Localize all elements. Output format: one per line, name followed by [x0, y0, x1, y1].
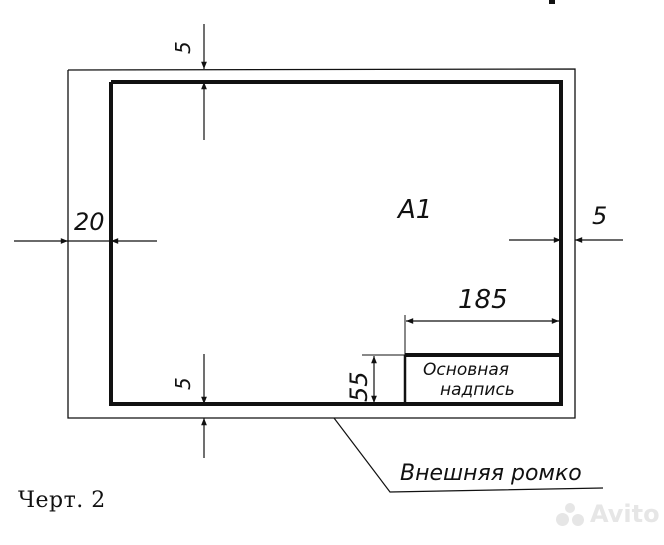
bottom-margin-label: 5 — [171, 377, 195, 390]
title-block — [362, 315, 561, 404]
outer-frame-leader — [333, 417, 604, 493]
avito-watermark-text: Avito — [590, 500, 660, 528]
avito-logo-icon — [556, 501, 586, 527]
left-margin-label: 20 — [74, 208, 105, 236]
cropped-glyph — [549, 0, 555, 4]
outer-frame — [67, 68, 576, 419]
avito-watermark: Avito — [556, 500, 660, 528]
figure-caption: Черт. 2 — [18, 488, 106, 513]
title-block-text-line1: Основная — [423, 360, 509, 380]
title-block-text-line2: надпись — [440, 380, 515, 400]
inner-frame — [109, 80, 563, 406]
title-block-width-label: 185 — [458, 285, 508, 315]
outer-frame-label: Внешняя ромко — [400, 461, 582, 486]
right-margin-label: 5 — [592, 202, 607, 230]
title-block-height-label: 55 — [345, 371, 373, 402]
sheet-format-label: A1 — [396, 195, 432, 225]
top-margin-label: 5 — [171, 41, 195, 54]
